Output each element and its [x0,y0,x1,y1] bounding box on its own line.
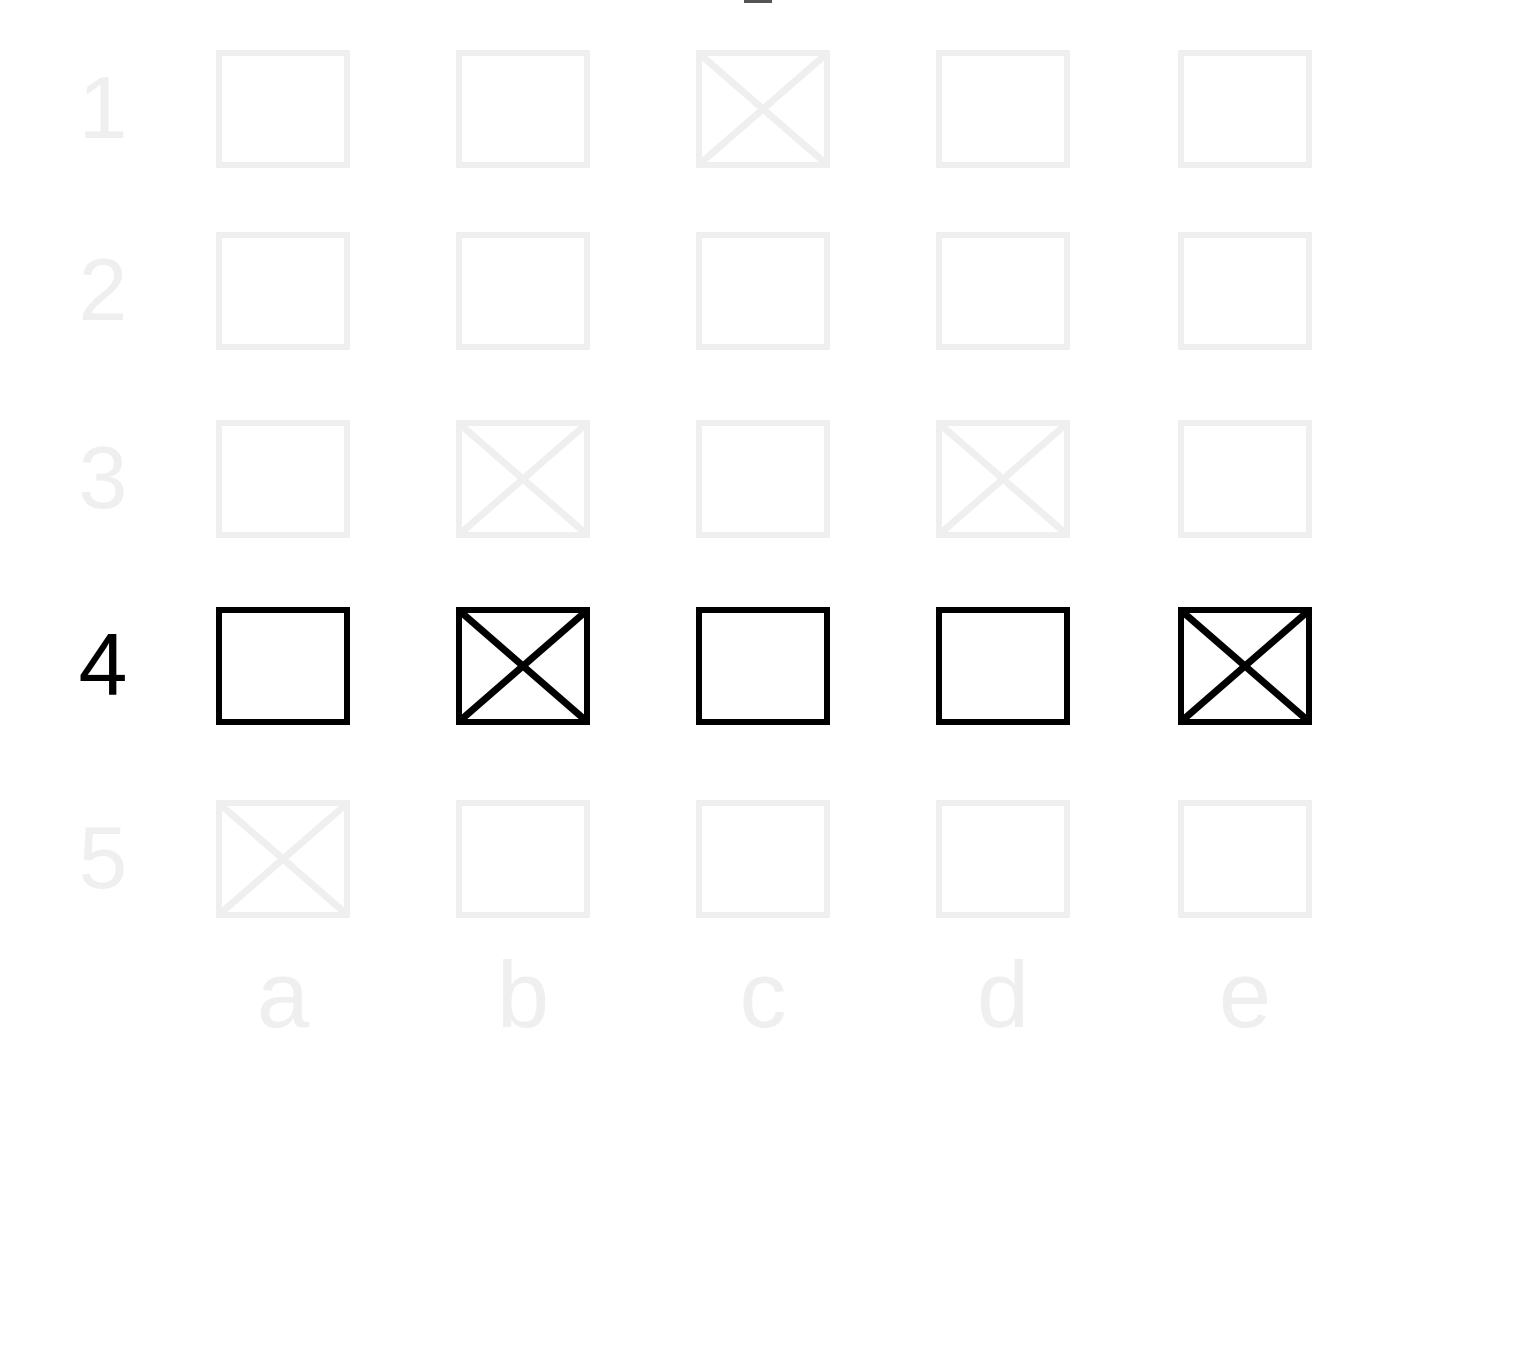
checkbox-checked[interactable] [456,420,590,538]
column-letter: c [739,942,787,1047]
checkbox-checked[interactable] [696,50,830,168]
checkbox-empty[interactable] [456,800,590,918]
row-number: 4 [78,615,128,714]
checkbox-empty[interactable] [696,420,830,538]
checkbox-empty[interactable] [936,800,1070,918]
row-number: 5 [78,808,128,907]
scan-artifact [744,0,772,3]
checkbox-empty[interactable] [936,50,1070,168]
x-mark-icon [458,609,588,723]
checkbox-empty[interactable] [216,420,350,538]
checkbox-empty[interactable] [456,50,590,168]
checkbox-empty[interactable] [936,232,1070,350]
checkbox-empty[interactable] [216,232,350,350]
checkbox-empty[interactable] [216,607,350,725]
checkbox-checked[interactable] [1178,607,1312,725]
checkbox-empty[interactable] [1178,232,1312,350]
row-number: 3 [78,428,128,527]
checkbox-checked[interactable] [936,420,1070,538]
checkbox-checked[interactable] [456,607,590,725]
checkbox-empty[interactable] [216,50,350,168]
x-mark-icon [458,422,588,536]
checkbox-empty[interactable] [1178,800,1312,918]
column-letter: d [976,942,1030,1047]
column-letter: a [256,942,310,1047]
checkbox-empty[interactable] [1178,50,1312,168]
checkbox-empty[interactable] [1178,420,1312,538]
checkbox-empty[interactable] [696,607,830,725]
row-number: 1 [78,58,128,157]
column-letter: b [496,942,550,1047]
x-mark-icon [938,422,1068,536]
x-mark-icon [698,52,828,166]
checkbox-empty[interactable] [936,607,1070,725]
checkbox-empty[interactable] [696,800,830,918]
row-number: 2 [78,240,128,339]
checkbox-empty[interactable] [456,232,590,350]
x-mark-icon [218,802,348,916]
x-mark-icon [1180,609,1310,723]
checkbox-checked[interactable] [216,800,350,918]
checkbox-empty[interactable] [696,232,830,350]
column-letter: e [1218,942,1272,1047]
